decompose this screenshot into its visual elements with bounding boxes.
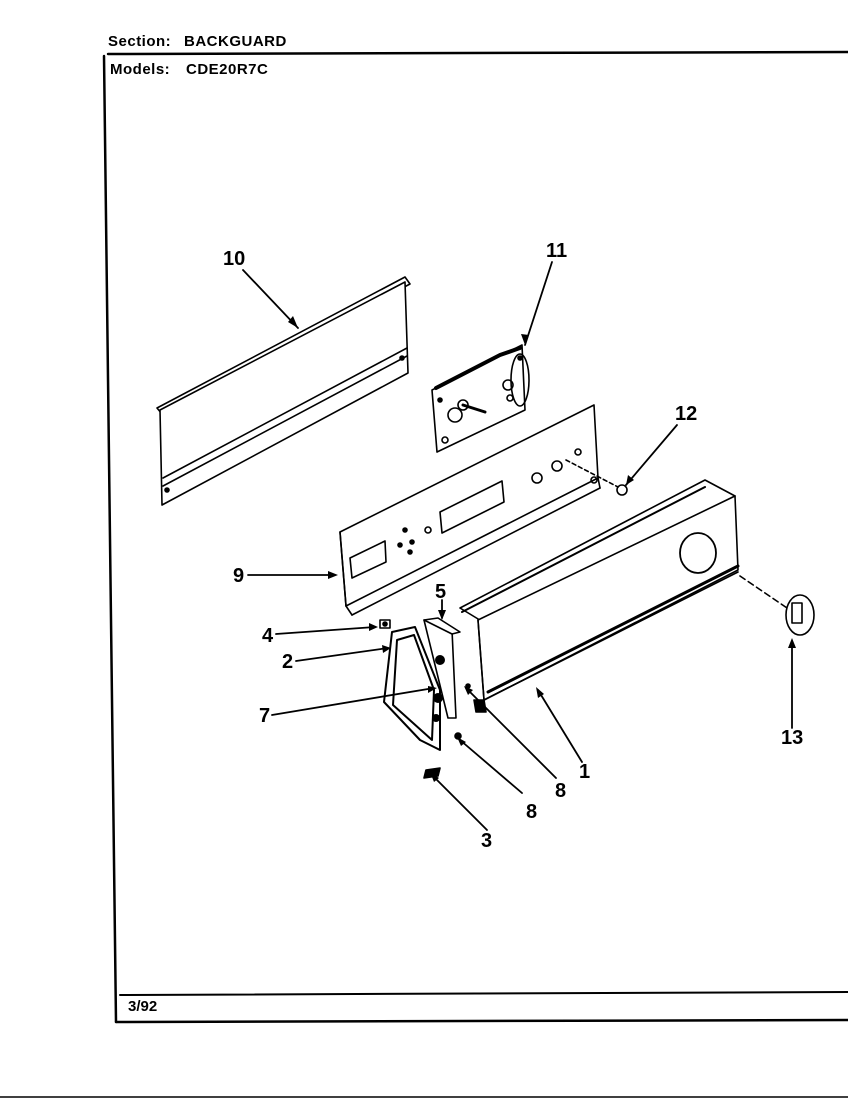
callout-2: 2: [282, 651, 293, 673]
callout-4: 4: [262, 625, 274, 647]
part-4-clip: [379, 619, 391, 629]
section-header: Section: BACKGUARD: [108, 33, 287, 50]
callout-3: 3: [481, 830, 492, 852]
part-13-knob: [739, 575, 815, 636]
callout-9: 9: [233, 565, 244, 587]
part-1-backguard-housing: [459, 479, 740, 713]
callout-8-upper: 8: [555, 780, 566, 802]
models-label: Models:: [110, 61, 171, 78]
callout-10: 10: [223, 248, 245, 270]
callout-8-lower: 8: [526, 801, 537, 823]
part-12-screw: [565, 459, 628, 496]
callout-12: 12: [675, 403, 697, 425]
section-label: Section:: [108, 33, 172, 50]
callout-5: 5: [435, 581, 446, 603]
section-value: BACKGUARD: [184, 33, 287, 50]
leader-arrowheads: [288, 316, 796, 782]
callout-1: 1: [579, 761, 590, 783]
callout-numbers: 10 11 12 9 5 4 2 7 3 8 8 1 13: [223, 240, 803, 852]
part-10-rear-panel: [156, 276, 411, 506]
part-11-timer-board: [431, 344, 530, 453]
callout-7: 7: [259, 705, 270, 727]
models-header: Models: CDE20R7C: [110, 61, 268, 78]
models-value: CDE20R7C: [186, 61, 269, 78]
leader-lines: [242, 261, 793, 831]
footer-date: 3/92: [128, 998, 158, 1015]
callout-11: 11: [546, 240, 567, 262]
part-9-control-panel: [339, 404, 601, 616]
callout-13: 13: [781, 727, 803, 749]
page-frame: [0, 50, 848, 1098]
part-5-bracket: [423, 617, 461, 719]
part-3-clip: [423, 767, 441, 779]
part-8-screws: [454, 683, 471, 740]
